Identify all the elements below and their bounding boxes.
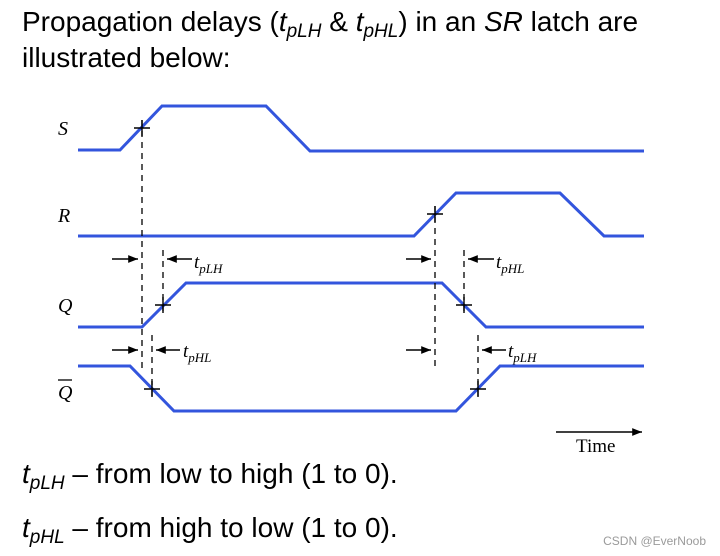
signal-label-q: Q: [58, 295, 73, 317]
definition-tplh: tpLH – from low to high (1 to 0).: [22, 458, 398, 494]
reference-lines: [141, 120, 479, 397]
heading-line-1: Propagation delays (tpLH & tpHL) in an S…: [22, 6, 639, 42]
signal-label-s: S: [58, 118, 68, 140]
delay-label-q-right: tpHL: [496, 252, 524, 276]
delay-arrows: [112, 255, 506, 354]
watermark: CSDN @EverNoob: [603, 534, 706, 548]
delay-label-qbar-left: tpHL: [183, 341, 211, 365]
delay-label-qbar-right: tpLH: [508, 341, 537, 365]
definition-tphl: tpHL – from high to low (1 to 0).: [22, 512, 398, 548]
signal-label-qbar: Q: [58, 382, 73, 404]
waveform-s: [78, 104, 644, 153]
delay-label-q-left: tpLH: [194, 252, 223, 276]
time-label: Time: [576, 436, 615, 457]
signal-label-r: R: [57, 205, 70, 227]
waveform-qbar: [78, 364, 644, 413]
waveform-q: [78, 281, 644, 329]
waveform-r: [78, 191, 644, 238]
heading-line-2: illustrated below:: [22, 42, 231, 73]
heading: Propagation delays (tpLH & tpHL) in an S…: [22, 4, 638, 76]
